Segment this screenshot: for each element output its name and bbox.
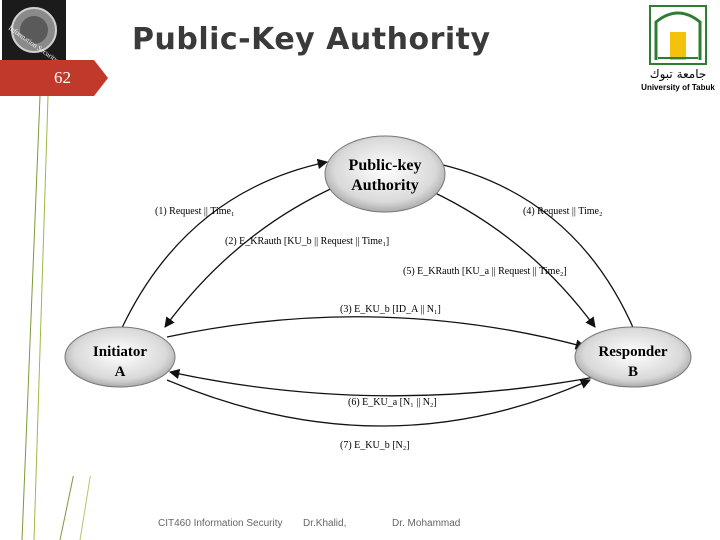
footer-course: CIT460 Information Security xyxy=(158,518,283,529)
message-4-label: (4) Request || Time₂ xyxy=(523,206,602,217)
arrow-message-3 xyxy=(166,316,587,350)
authority-label-line2: Authority xyxy=(351,177,419,194)
slide-number: 62 xyxy=(54,68,71,87)
message-6-label: (6) E_KU_a [N₁ || N₂] xyxy=(348,397,437,408)
university-arabic-name: جامعة تبوك xyxy=(650,67,707,82)
message-7-label: (7) E_KU_b [N₂] xyxy=(340,440,410,451)
slide-title: Public-Key Authority xyxy=(132,22,491,57)
slide-number-badge xyxy=(0,60,108,96)
arrow-message-7 xyxy=(166,379,591,427)
responder-node: Responder B xyxy=(574,326,692,388)
footer-author-1: Dr.Khalid, xyxy=(303,518,347,529)
arrow-response-2 xyxy=(164,185,338,328)
arrow-request-1 xyxy=(119,158,329,333)
initiator-node: Initiator A xyxy=(64,326,176,388)
message-1-label: (1) Request || Time₁ xyxy=(155,206,234,217)
message-2-label: (2) E_KRauth [KU_b || Request || Time₁] xyxy=(225,236,389,247)
message-3-label: (3) E_KU_b [ID_A || N₁] xyxy=(340,304,441,315)
university-of-tabuk-logo: جامعة تبوك University of Tabuk xyxy=(641,5,715,92)
information-security-logo: Information Security xyxy=(2,0,66,64)
arrow-request-4 xyxy=(428,158,636,333)
responder-label-line1: Responder xyxy=(598,344,668,360)
message-5-label: (5) E_KRauth [KU_a || Request || Time₂] xyxy=(403,266,567,277)
footer-author-2: Dr. Mohammad xyxy=(392,518,461,529)
public-key-authority-diagram: Public-key Authority Initiator A Respond… xyxy=(55,122,702,476)
initiator-label-line2: A xyxy=(115,364,126,380)
arrow-response-5 xyxy=(419,185,596,328)
public-key-authority-node: Public-key Authority xyxy=(324,135,446,213)
initiator-label-line1: Initiator xyxy=(93,344,148,360)
arrow-message-6 xyxy=(168,368,596,397)
university-english-name: University of Tabuk xyxy=(641,83,715,92)
responder-label-line2: B xyxy=(628,364,638,380)
authority-label-line1: Public-key xyxy=(349,157,422,174)
